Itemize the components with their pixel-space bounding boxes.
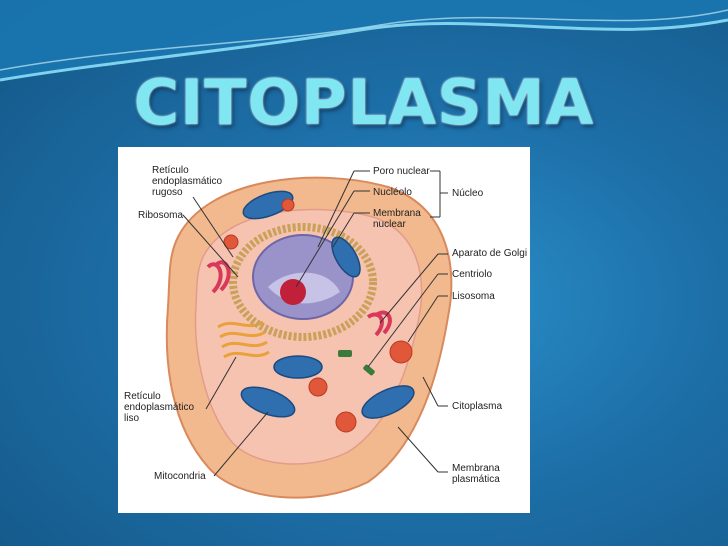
- mitochondria-shapes: [240, 190, 415, 419]
- label-lisosoma: Lisosoma: [452, 291, 495, 302]
- label-membrana-plasmatica: Membrana plasmática: [452, 463, 500, 485]
- label-aparato-golgi: Aparato de Golgi: [452, 248, 528, 259]
- label-membrana-nuclear: Membrana nuclear: [373, 208, 421, 230]
- label-ribosoma: Ribosoma: [138, 210, 184, 221]
- label-citoplasma: Citoplasma: [452, 401, 503, 412]
- leader-lines: [182, 170, 448, 477]
- label-poro-nuclear: Poro nuclear: [373, 166, 430, 177]
- label-reticulo-rugoso: Retículo endoplasmático rugoso: [152, 165, 223, 198]
- nucleolus-shape: [280, 279, 306, 305]
- golgi-shape: [206, 260, 392, 337]
- label-reticulo-liso: Retículo endoplasmático liso: [124, 391, 195, 424]
- smooth-er-shape: [217, 320, 270, 359]
- lysosome-shapes: [223, 198, 413, 433]
- label-nucleolo: Nucléolo: [373, 187, 412, 198]
- cell-diagram: Retículo endoplasmático rugoso Ribosoma …: [118, 147, 530, 513]
- top-wave-decoration: [0, 0, 728, 82]
- slide-title: CITOPLASMA: [133, 66, 595, 139]
- rough-er-shape: [229, 223, 377, 341]
- label-centriolo: Centriolo: [452, 269, 493, 280]
- centriole-shape: [338, 350, 375, 376]
- label-nucleo: Núcleo: [452, 188, 484, 199]
- label-mitocondria: Mitocondria: [154, 471, 206, 482]
- cell-illustration: [165, 170, 453, 499]
